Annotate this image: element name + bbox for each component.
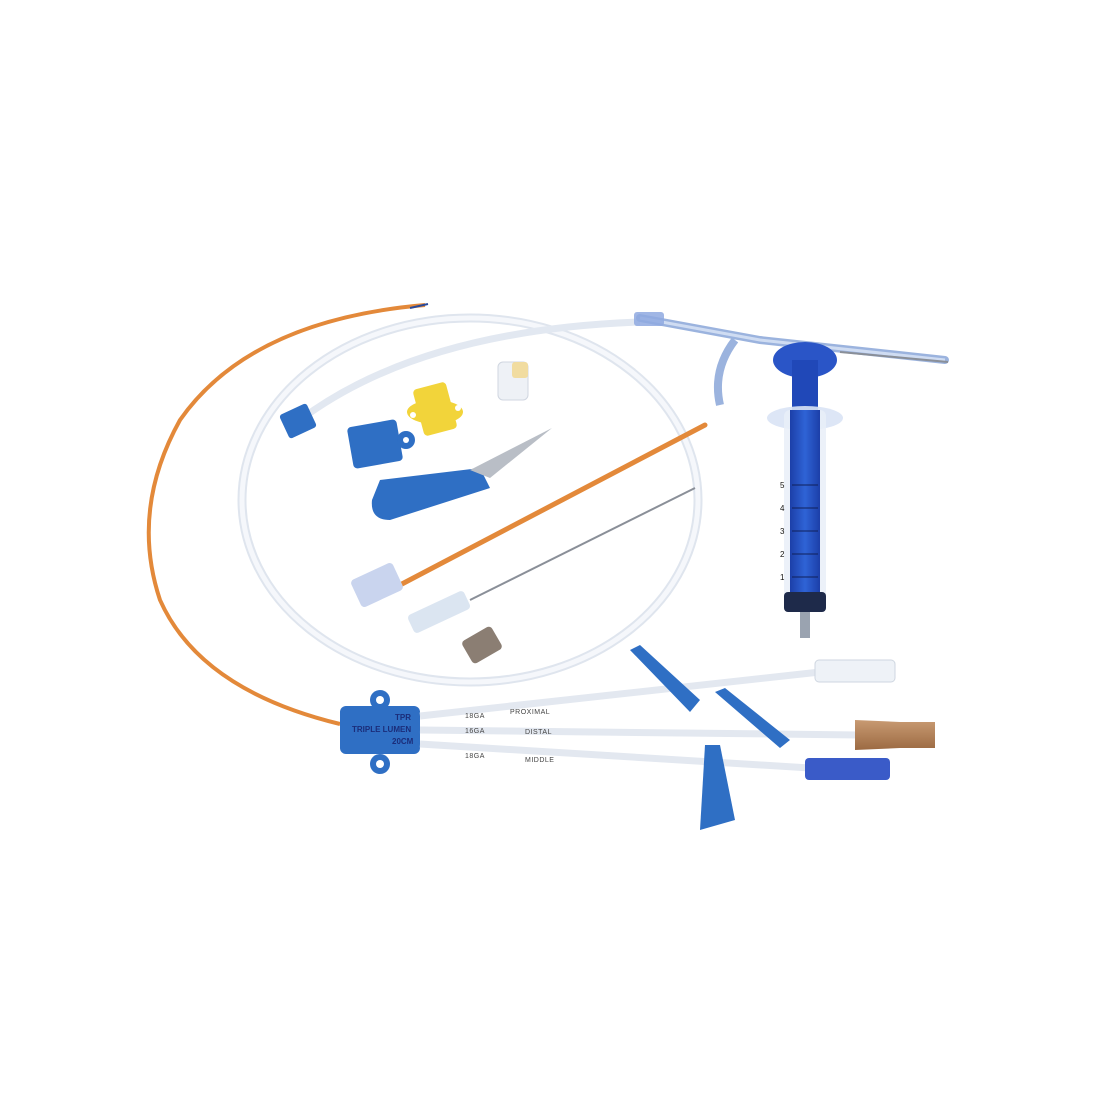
line-clamp [630, 645, 700, 712]
hub-label-line1: TPR [395, 713, 411, 722]
hub-label-line3: 20CM [392, 737, 414, 746]
scale-label: 4 [780, 504, 785, 513]
catheter-with-orange-guidewire [146, 303, 429, 726]
lumen-lines: PROXIMAL 18GA DISTAL 16GA MIDDLE 18GA [419, 659, 935, 780]
yellow-fastener [407, 382, 463, 436]
scalpel [371, 428, 552, 520]
introducer-needle-y-connector [634, 312, 949, 406]
scale-label: 1 [780, 573, 785, 582]
lumen-gauge-proximal: 18GA [465, 713, 485, 720]
lumen-gauge-distal: 16GA [465, 728, 485, 735]
lumen-label-distal: DISTAL [525, 729, 552, 736]
lumen-gauge-middle: 18GA [465, 753, 485, 760]
scale-label: 2 [780, 550, 785, 559]
injection-cap [497, 361, 529, 401]
distal-connector [855, 720, 935, 750]
catheter-hub: TPR TRIPLE LUMEN 20CM [340, 690, 420, 774]
proximal-connector [814, 659, 896, 683]
scale-label: 5 [780, 481, 785, 490]
blue-fastener [347, 419, 415, 469]
scale-label: 3 [780, 527, 785, 536]
line-clamp [715, 688, 790, 748]
seeker-needle [407, 487, 696, 633]
hub-label-line2: TRIPLE LUMEN [352, 725, 411, 734]
blue-catheter-clamp [279, 403, 317, 439]
lumen-label-middle: MIDDLE [525, 757, 554, 764]
lumen-label-proximal: PROXIMAL [510, 709, 550, 716]
blunt-cap [462, 626, 502, 664]
dilator [351, 422, 708, 607]
line-clamps [630, 645, 790, 830]
line-clamp [700, 745, 735, 830]
syringe: 1 2 3 4 5 [767, 342, 843, 638]
guidewire-advancer-loop [237, 313, 703, 687]
syringe-scale [792, 484, 818, 578]
middle-connector [805, 758, 890, 780]
